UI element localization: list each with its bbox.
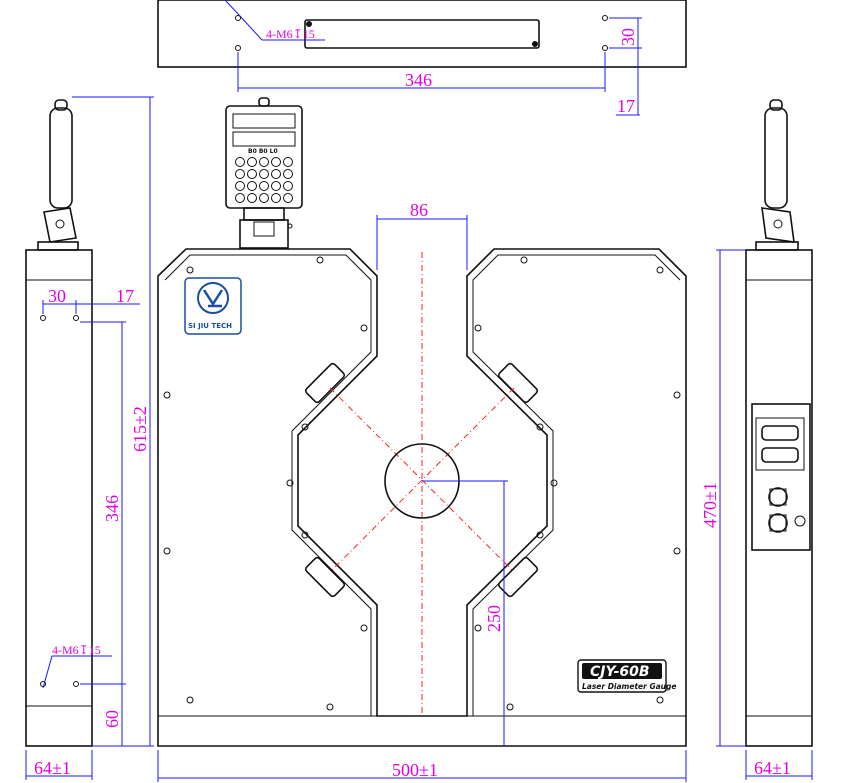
controller-unit: B0 B0 L0	[225, 97, 303, 249]
side-width-right-label: 64±1	[754, 758, 791, 778]
top-view-slot	[304, 19, 540, 49]
mount-hole	[40, 315, 46, 321]
right-side-body	[745, 249, 813, 747]
side-width-left-label: 64±1	[34, 758, 71, 778]
top-17-label: 17	[617, 96, 635, 116]
db9-port-icon	[761, 425, 799, 441]
controller-mount	[243, 207, 285, 221]
screws	[163, 256, 681, 711]
display-1	[232, 113, 296, 129]
side-615-label: 615±2	[130, 406, 150, 452]
handle-grip	[49, 107, 73, 209]
pivot-bolt	[773, 219, 783, 229]
model-label: CJY-60B	[590, 664, 650, 680]
right-side-view: 470±1 64±1	[700, 99, 813, 780]
mount-hole	[602, 45, 608, 51]
mount-hole	[73, 315, 79, 321]
handle-bracket	[761, 207, 795, 243]
front-250-label: 250	[484, 605, 504, 632]
top-view-body	[157, 0, 687, 68]
keypad	[235, 157, 293, 203]
side-30-label: 30	[48, 286, 66, 306]
handle-cap	[54, 99, 68, 111]
side-346-label: 346	[102, 495, 122, 522]
top-length-label: 346	[405, 70, 432, 90]
top-thread-label: 4-M6↧15	[266, 27, 315, 41]
receiver-window-bottom-left	[304, 556, 346, 598]
handle-grip	[764, 107, 788, 209]
company-name: SI JIU TECH	[188, 322, 232, 330]
controller-bracket	[239, 219, 289, 249]
top-view: 4-M6↧15 346 30 17	[157, 0, 687, 116]
slot-corner-dot	[306, 21, 312, 27]
controller-cap	[258, 97, 270, 107]
mount-hole	[602, 15, 608, 21]
front-view: SI JIU TECH CJY-60B Laser Diameter Gauge…	[157, 200, 687, 782]
db9-port-icon	[761, 447, 799, 463]
mount-hole	[235, 15, 241, 21]
mount-hole	[235, 45, 241, 51]
front-width-label: 500±1	[392, 760, 438, 780]
slot-corner-dot	[532, 41, 538, 47]
side-thread-label: 4-M6↧15	[52, 643, 101, 657]
emitter-window-top-right	[497, 362, 539, 404]
left-side-view: 30 17 346 60 615±2 4-M6↧15 64±1	[25, 96, 154, 780]
display-2	[232, 131, 296, 147]
mount-hole	[73, 681, 79, 687]
company-logo: SI JIU TECH	[184, 277, 242, 335]
right-470-label: 470±1	[700, 482, 720, 528]
front-frame	[157, 248, 687, 747]
nameplate: CJY-60B Laser Diameter Gauge	[577, 659, 676, 693]
handle-bracket	[43, 207, 77, 243]
top-30-label: 30	[618, 28, 638, 46]
pivot-bolt	[55, 219, 65, 229]
side-60-label: 60	[102, 710, 122, 728]
side-17-label: 17	[116, 286, 134, 306]
round-connector-icon	[768, 513, 788, 533]
left-side-body	[25, 249, 93, 747]
handle-base	[755, 241, 799, 251]
handle-base	[37, 241, 79, 251]
keys-label: B0 B0 L0	[248, 148, 278, 155]
handle-cap	[769, 99, 783, 111]
front-86-label: 86	[410, 200, 428, 220]
ground-terminal-icon	[794, 515, 806, 527]
laser-beam	[329, 387, 515, 573]
model-description: Laser Diameter Gauge	[582, 682, 676, 691]
round-connector-icon	[768, 487, 788, 507]
connector-panel	[751, 403, 811, 551]
